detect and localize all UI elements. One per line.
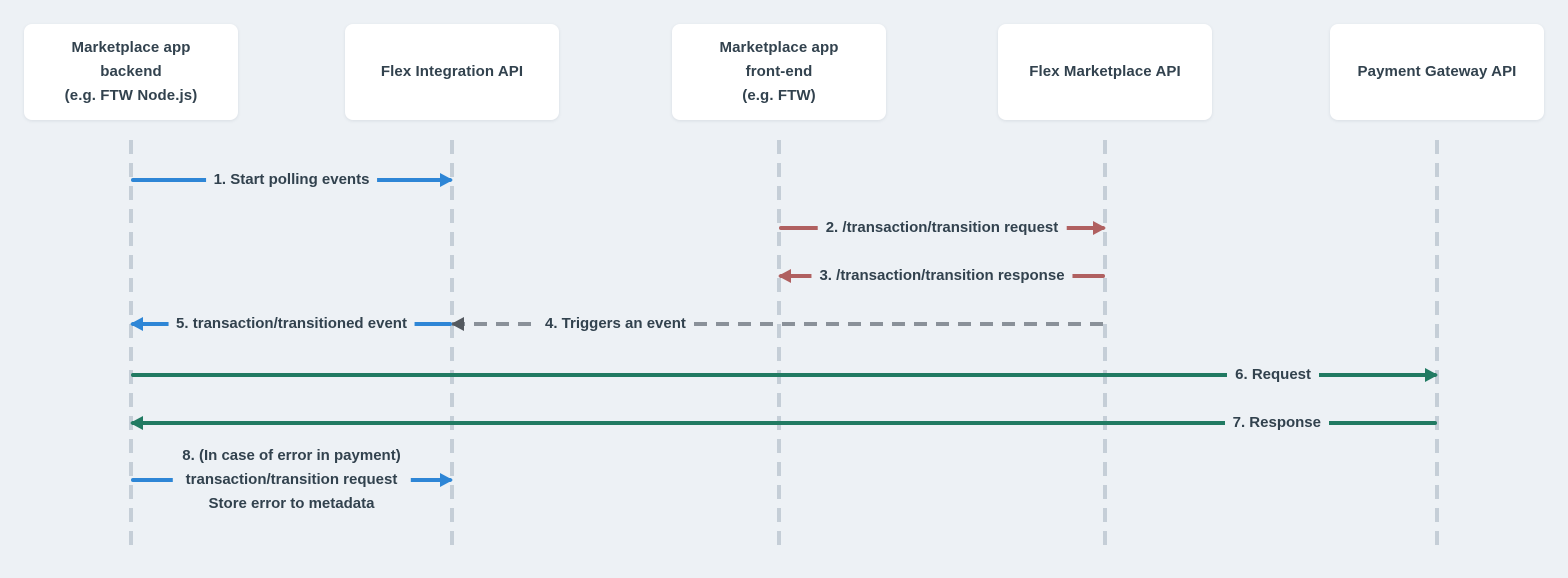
- message-transition-response: 3. /transaction/transition response: [778, 264, 1105, 288]
- lifeline-marketplace-backend: [129, 140, 133, 550]
- arrowhead-right-icon: [1093, 221, 1106, 235]
- participant-label: Flex Marketplace API: [1029, 63, 1181, 80]
- participant-label: Flex Integration API: [380, 63, 524, 80]
- arrowhead-left-icon: [451, 317, 464, 331]
- message-line-dashed: [452, 322, 1105, 326]
- arrowhead-right-icon: [440, 473, 453, 487]
- participant-label: Payment Gateway API: [1357, 63, 1517, 80]
- message-label: 4. Triggers an event: [537, 312, 694, 336]
- participant-label: backend: [100, 63, 162, 80]
- message-error-transition-request: 8. (In case of error in payment) transac…: [131, 444, 453, 516]
- arrowhead-right-icon: [1425, 368, 1438, 382]
- arrowhead-left-icon: [130, 317, 143, 331]
- message-label: 5. transaction/transitioned event: [168, 312, 415, 336]
- participant-marketplace-backend: Marketplace app backend (e.g. FTW Node.j…: [24, 24, 238, 120]
- lifeline-flex-integration-api: [450, 140, 454, 550]
- arrowhead-left-icon: [778, 269, 791, 283]
- message-transitioned-event: 5. transaction/transitioned event: [130, 312, 452, 336]
- arrowhead-right-icon: [440, 173, 453, 187]
- lifeline-marketplace-frontend: [777, 140, 781, 550]
- message-label-block: 8. (In case of error in payment) transac…: [172, 444, 411, 516]
- message-label-line: Store error to metadata: [208, 495, 375, 512]
- message-gateway-request: 6. Request: [131, 363, 1438, 387]
- arrowhead-left-icon: [130, 416, 143, 430]
- participant-label: front-end: [745, 63, 813, 80]
- message-label: 6. Request: [1227, 363, 1319, 387]
- message-start-polling-events: 1. Start polling events: [131, 168, 453, 192]
- message-triggers-event: 4. Triggers an event: [451, 312, 1105, 336]
- message-label: 3. /transaction/transition response: [811, 264, 1073, 288]
- message-line: [131, 421, 1437, 425]
- message-line: [131, 373, 1437, 377]
- participant-label: Marketplace app: [71, 39, 191, 56]
- participant-label: (e.g. FTW Node.js): [64, 87, 198, 104]
- participant-payment-gateway-api: Payment Gateway API: [1330, 24, 1544, 120]
- participant-marketplace-frontend: Marketplace app front-end (e.g. FTW): [672, 24, 886, 120]
- participant-flex-integration-api: Flex Integration API: [345, 24, 559, 120]
- lifeline-flex-marketplace-api: [1103, 140, 1107, 550]
- participant-label: Marketplace app: [719, 39, 839, 56]
- participant-flex-marketplace-api: Flex Marketplace API: [998, 24, 1212, 120]
- message-label: 2. /transaction/transition request: [817, 216, 1067, 240]
- message-label-line: 8. (In case of error in payment): [182, 447, 401, 464]
- message-transition-request: 2. /transaction/transition request: [779, 216, 1106, 240]
- message-label: 7. Response: [1224, 411, 1329, 435]
- lifeline-payment-gateway-api: [1435, 140, 1439, 550]
- message-label-line: transaction/transition request: [185, 471, 398, 488]
- message-gateway-response: 7. Response: [130, 411, 1437, 435]
- participant-label: (e.g. FTW): [742, 87, 816, 104]
- message-label: 1. Start polling events: [205, 168, 378, 192]
